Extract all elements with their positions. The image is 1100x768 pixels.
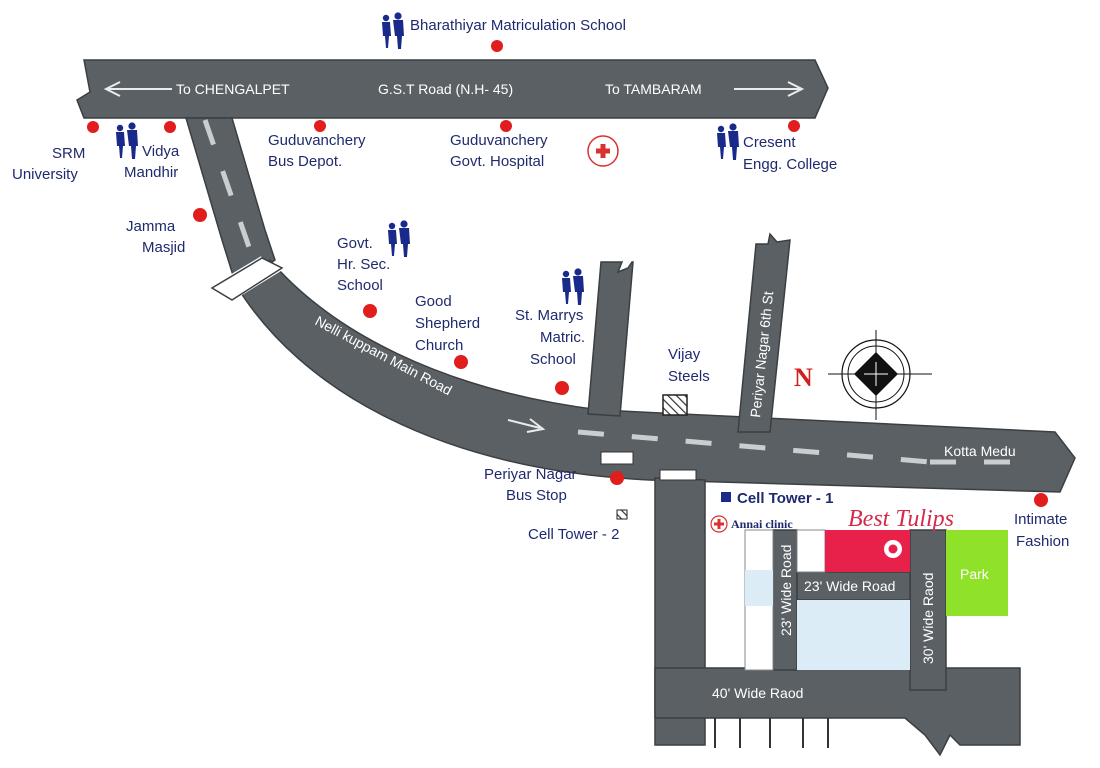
plot-left-shade	[745, 570, 773, 606]
plot-lower	[797, 600, 910, 670]
periyar-bus-label-2: Bus Stop	[506, 487, 567, 504]
cell-tower-icon	[721, 492, 731, 502]
good-shepherd-label-3: Church	[415, 337, 463, 354]
cresent-label-2: Engg. College	[743, 156, 837, 173]
hospital-label-2: Govt. Hospital	[450, 153, 544, 170]
vidya-label-2: Mandhir	[124, 164, 178, 181]
cell-tower-1-label: Cell Tower - 1	[737, 490, 833, 507]
cresent-label-1: Cresent	[743, 134, 796, 151]
location-dot-icon	[314, 120, 326, 132]
nelli-kuppam-road	[235, 258, 1076, 493]
best-tulips-label: Best Tulips	[848, 506, 954, 532]
location-dot-icon	[164, 121, 176, 133]
location-dot-icon	[363, 304, 377, 318]
location-dot-icon	[555, 381, 569, 395]
23ft-vertical-label: 23' Wide Road	[778, 545, 794, 636]
bharathiyar-label: Bharathiyar Matriculation School	[410, 17, 626, 34]
people-icon	[116, 122, 138, 159]
40ft-road	[654, 667, 1021, 757]
23ft-horizontal-label: 23' Wide Road	[804, 578, 895, 594]
vijay-label-1: Vijay	[668, 346, 701, 363]
people-icon	[562, 268, 584, 305]
govt-school-label-2: Hr. Sec.	[337, 256, 390, 273]
compass-north-label: N	[794, 363, 813, 392]
chengalpet-arrow-icon	[103, 81, 172, 97]
cell-tower-2-label: Cell Tower - 2	[528, 526, 619, 543]
st-marrys-street	[587, 261, 634, 417]
intimate-label-1: Intimate	[1014, 511, 1067, 528]
location-dot-icon	[500, 120, 512, 132]
boundary-fence	[714, 718, 829, 748]
good-shepherd-label-1: Good	[415, 293, 452, 310]
people-icon	[717, 123, 739, 160]
nelli-kuppam-arrow-icon	[507, 418, 546, 433]
gst-road-label: G.S.T Road (N.H- 45)	[378, 81, 513, 97]
points-of-interest: Bharathiyar Matriculation School SRM Uni…	[12, 12, 1069, 550]
govt-school-label-1: Govt.	[337, 235, 373, 252]
road-network	[76, 59, 1076, 757]
plot-small	[796, 529, 826, 573]
location-dot-icon	[193, 208, 207, 222]
gst-road	[76, 59, 829, 119]
people-icon	[382, 12, 404, 49]
connector-road	[184, 117, 276, 287]
30ft-road-label: 30' Wide Raod	[920, 573, 936, 664]
park-area	[946, 530, 1008, 616]
vijay-label-2: Steels	[668, 368, 710, 385]
location-dot-icon	[454, 355, 468, 369]
hospital-cross-icon	[710, 515, 728, 533]
jamma-label-1: Jamma	[126, 218, 176, 235]
to-tambaram-label: To TAMBARAM	[605, 81, 702, 97]
main-centerline	[577, 429, 931, 465]
vijay-steels-building-icon	[662, 394, 688, 416]
intimate-label-2: Fashion	[1016, 533, 1069, 550]
annai-clinic-label: Annai clinic	[731, 517, 793, 531]
periyar-6th-street	[737, 232, 791, 433]
40ft-road-label: 40' Wide Raod	[712, 685, 803, 701]
location-dot-icon	[610, 471, 624, 485]
periyar-bus-label-1: Periyar Nagar	[484, 466, 577, 483]
vidya-label-1: Vidya	[142, 143, 180, 160]
govt-school-label-3: School	[337, 277, 383, 294]
hospital-cross-icon	[587, 135, 619, 167]
compass-icon	[828, 330, 932, 420]
tambaram-arrow-icon	[734, 81, 805, 97]
connector-centerline	[202, 119, 253, 251]
cell-tower-icon	[616, 509, 628, 520]
bus-depot-label-2: Bus Depot.	[268, 153, 342, 170]
good-shepherd-label-2: Shepherd	[415, 315, 480, 332]
st-marrys-label-3: School	[530, 351, 576, 368]
jamma-label-2: Masjid	[142, 239, 185, 256]
people-icon	[388, 220, 410, 257]
location-dot-icon	[788, 120, 800, 132]
hospital-label-1: Guduvanchery	[450, 132, 548, 149]
srm-label-1: SRM	[52, 145, 85, 162]
srm-label-2: University	[12, 166, 78, 183]
to-chengalpet-label: To CHENGALPET	[176, 81, 290, 97]
location-dot-icon	[1034, 493, 1048, 507]
junction-marker	[659, 469, 697, 481]
bus-stop-shelter-icon	[600, 451, 634, 465]
park-label: Park	[960, 566, 990, 582]
st-marrys-label-2: Matric.	[540, 329, 585, 346]
location-dot-icon	[87, 121, 99, 133]
kotta-medu-label: Kotta Medu	[944, 443, 1016, 459]
bus-depot-label-1: Guduvanchery	[268, 132, 366, 149]
location-dot-icon	[491, 40, 503, 52]
st-marrys-label-1: St. Marrys	[515, 307, 583, 324]
